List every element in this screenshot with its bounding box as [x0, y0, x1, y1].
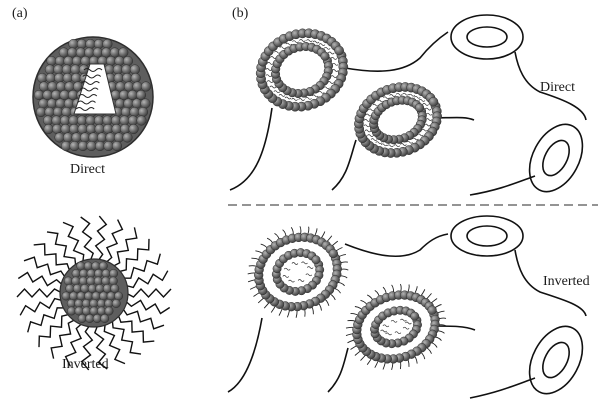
panel-a-direct-caption: Direct	[70, 162, 105, 178]
direct-vesicle-right	[344, 71, 451, 169]
panel-b-direct-caption: Direct	[540, 80, 575, 96]
panel-b-label: (b)	[232, 6, 248, 22]
panel-a-inverted-caption: Inverted	[62, 357, 109, 373]
panel-a-label: (a)	[12, 6, 28, 22]
inverted-micelle	[17, 216, 171, 370]
panel-b-inverted-caption: Inverted	[543, 274, 590, 290]
inverted-vesicle-right	[346, 284, 446, 370]
inverted-vesicle-left	[248, 226, 349, 317]
direct-micelle	[33, 37, 153, 157]
direct-vesicle-left	[245, 17, 359, 124]
